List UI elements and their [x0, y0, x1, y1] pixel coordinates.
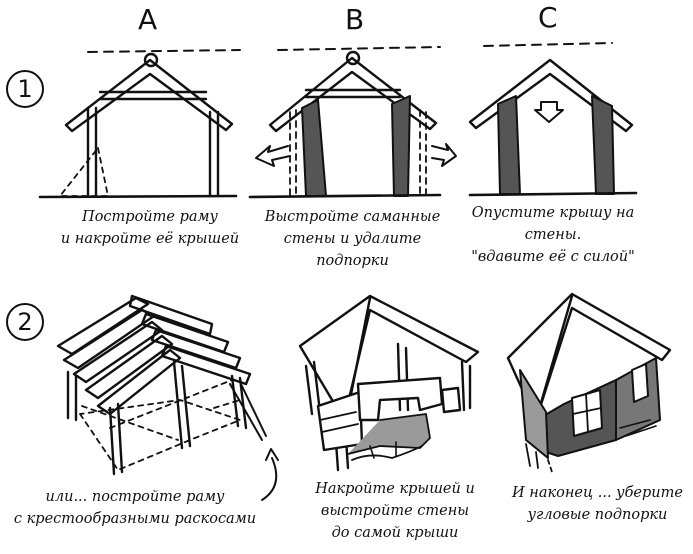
walls-built-b	[248, 46, 457, 199]
caption-r1-c: Опустите крышу на стены. "вдавите её с с…	[471, 205, 635, 265]
caption-r1-a: Постройте раму и накройте её крышей	[60, 209, 240, 247]
finished-house-c	[506, 292, 672, 473]
row-label-2: 2	[6, 303, 44, 341]
row-label-1: 1	[6, 70, 44, 108]
column-label-c: C	[538, 1, 558, 34]
braced-frame-a	[56, 294, 279, 501]
column-label-a: A	[138, 3, 158, 36]
caption-r2-c: И наконец ... уберите угловые подпорки	[512, 485, 683, 523]
roof-lowered-c	[468, 42, 638, 197]
column-label-b: B	[345, 3, 365, 36]
roof-and-walls-b	[298, 294, 480, 472]
caption-r2-a: или... постройте раму с крестообразными …	[13, 489, 257, 527]
caption-r2-b: Накройте крышей и выстройте стены до сам…	[315, 481, 475, 541]
caption-r1-b: Выстройте саманные стены и удалите подпо…	[264, 209, 441, 269]
frame-with-roof-a	[38, 49, 241, 199]
